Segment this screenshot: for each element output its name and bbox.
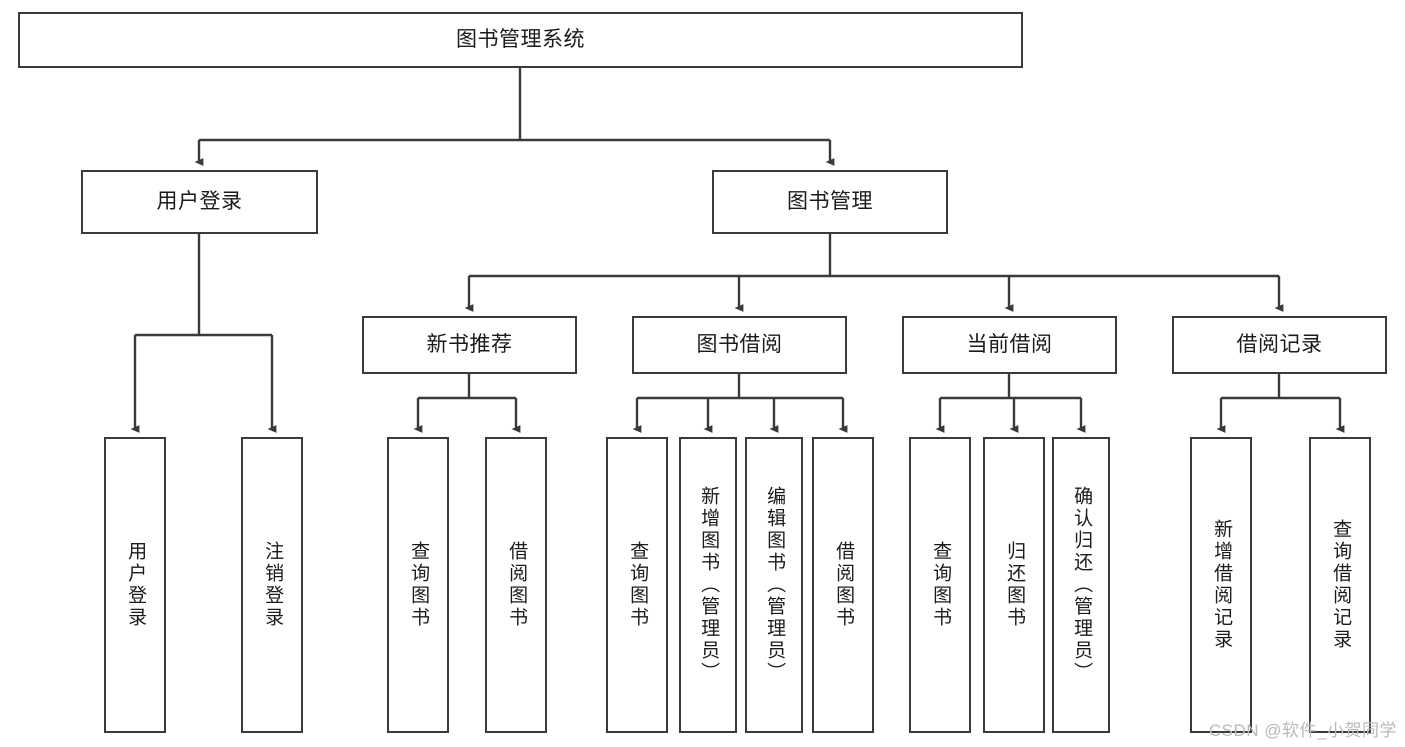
node-book-manage[interactable]: 图书管理: [712, 170, 948, 234]
node-borrow-record[interactable]: 借阅记录: [1172, 316, 1387, 374]
leaf-return-book[interactable]: 归还图书: [983, 437, 1045, 733]
node-user-login[interactable]: 用户登录: [81, 170, 318, 234]
leaf-add-record[interactable]: 新增借阅记录: [1190, 437, 1252, 733]
leaf-logout[interactable]: 注销登录: [241, 437, 303, 733]
leaf-confirm-return[interactable]: 确认归还（管理员）: [1052, 437, 1110, 733]
leaf-add-book[interactable]: 新增图书（管理员）: [679, 437, 737, 733]
node-current-borrow[interactable]: 当前借阅: [902, 316, 1117, 374]
leaf-borrow-book-2[interactable]: 借阅图书: [812, 437, 874, 733]
leaf-query-book-1[interactable]: 查询图书: [387, 437, 449, 733]
leaf-query-book-3[interactable]: 查询图书: [909, 437, 971, 733]
leaf-user-login[interactable]: 用户登录: [104, 437, 166, 733]
leaf-borrow-book-1[interactable]: 借阅图书: [485, 437, 547, 733]
csdn-watermark: CSDN @软件_小贺同学: [1208, 721, 1397, 740]
leaf-query-book-2[interactable]: 查询图书: [606, 437, 668, 733]
node-new-book-recommend[interactable]: 新书推荐: [362, 316, 577, 374]
leaf-query-record[interactable]: 查询借阅记录: [1309, 437, 1371, 733]
node-book-borrow[interactable]: 图书借阅: [632, 316, 847, 374]
leaf-edit-book[interactable]: 编辑图书（管理员）: [745, 437, 803, 733]
node-root[interactable]: 图书管理系统: [18, 12, 1023, 68]
